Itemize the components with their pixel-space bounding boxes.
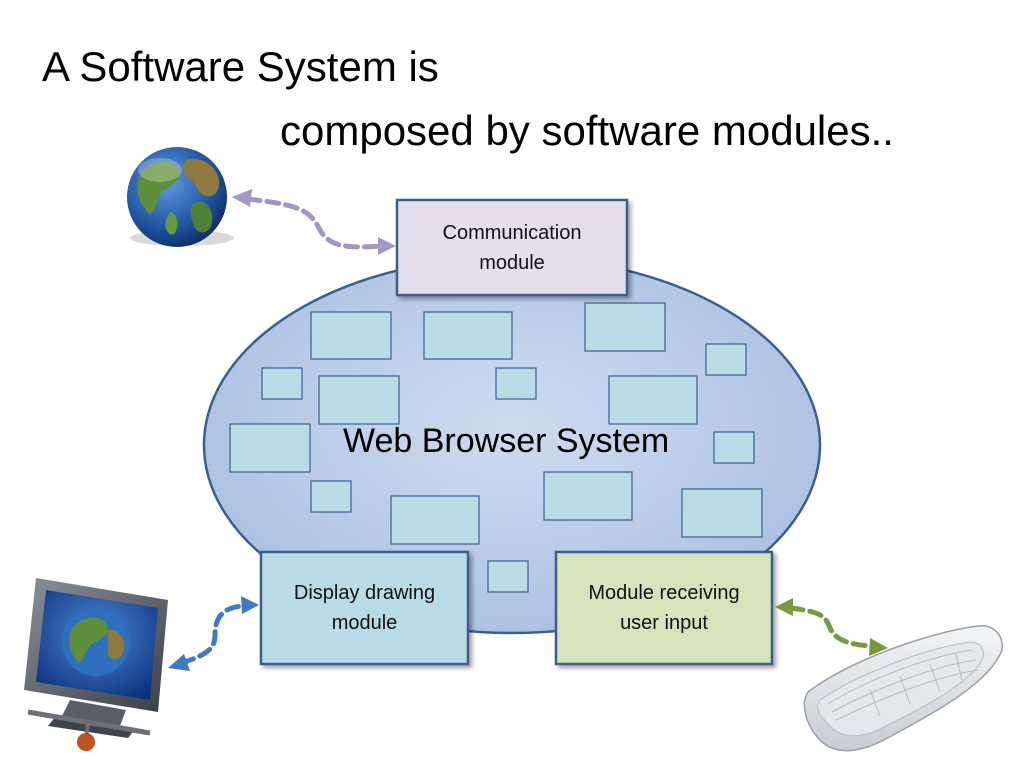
inner-module-box — [584, 302, 666, 352]
web-browser-system-label: Web Browser System — [343, 422, 670, 460]
inner-module-box — [608, 375, 698, 425]
user-input-module-label: Module receiving user input — [588, 582, 740, 634]
display-drawing-module-box — [259, 550, 470, 666]
keyboard-icon — [803, 625, 1003, 752]
inner-module-box — [229, 423, 311, 473]
inner-modules — [229, 302, 763, 593]
inner-module-box — [310, 480, 352, 513]
inner-module-box — [310, 311, 392, 360]
globe-communication-arrow — [232, 189, 396, 255]
keyboard-input-arrow — [775, 598, 888, 656]
inner-module-box — [495, 367, 537, 400]
inner-module-box — [487, 560, 529, 593]
communication-module-label: Communication module — [442, 221, 582, 274]
slide-title-line-1: A Software System is — [42, 43, 439, 90]
inner-module-box — [713, 431, 755, 464]
inner-module-box — [390, 495, 480, 545]
user-input-module-box — [554, 550, 774, 666]
computer-display-arrow — [168, 596, 259, 671]
inner-module-box — [681, 488, 763, 538]
slide-title-line-2: composed by software modules.. — [280, 107, 894, 154]
computer-icon — [24, 578, 168, 751]
communication-module-box — [395, 198, 629, 297]
globe-icon — [127, 147, 234, 247]
inner-module-box — [261, 367, 303, 400]
inner-module-box — [318, 375, 400, 425]
inner-module-box — [705, 343, 747, 376]
inner-module-box — [423, 311, 513, 360]
display-drawing-module-label: Display drawing module — [293, 582, 436, 634]
inner-module-box — [543, 471, 633, 521]
